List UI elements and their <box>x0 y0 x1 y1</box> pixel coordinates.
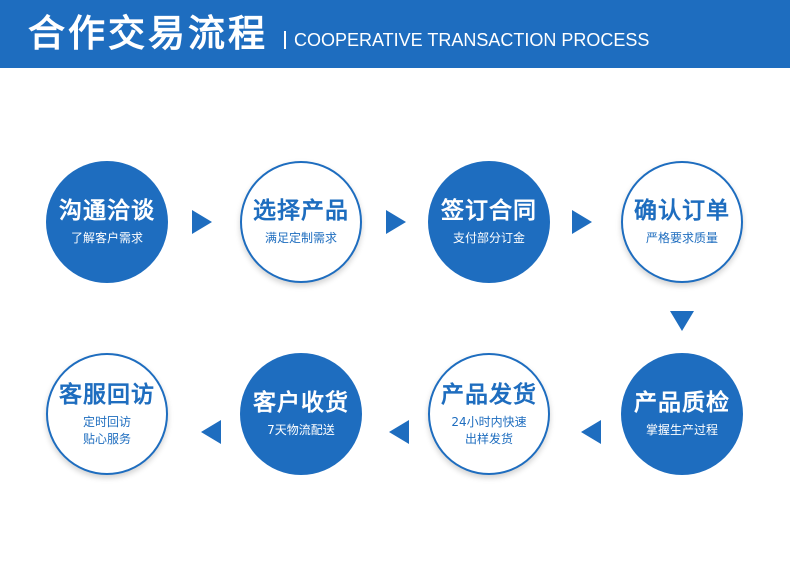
step-name: 沟通洽谈 <box>59 198 155 224</box>
step-name: 确认订单 <box>634 198 730 224</box>
step-desc: 掌握生产过程 <box>645 423 718 437</box>
step-desc: 24小时内快速 出样发货 <box>451 414 527 446</box>
arrow-left-icon <box>581 420 601 444</box>
divider <box>284 31 286 49</box>
step-name: 产品质检 <box>634 390 730 416</box>
arrow-right-icon <box>386 210 406 234</box>
step-desc: 严格要求质量 <box>645 231 718 245</box>
step-receive-goods: 客户收货 7天物流配送 <box>240 353 362 475</box>
step-communicate: 沟通洽谈 了解客户需求 <box>46 161 168 283</box>
step-desc: 了解客户需求 <box>70 231 143 245</box>
step-desc: 7天物流配送 <box>267 423 335 437</box>
step-name: 产品发货 <box>441 381 537 408</box>
arrow-right-icon <box>192 210 212 234</box>
page-subtitle: COOPERATIVE TRANSACTION PROCESS <box>284 27 649 53</box>
step-name: 客户收货 <box>253 390 349 416</box>
step-sign-contract: 签订合同 支付部分订金 <box>428 161 550 283</box>
step-name: 签订合同 <box>441 198 537 224</box>
arrow-left-icon <box>389 420 409 444</box>
step-quality-check: 产品质检 掌握生产过程 <box>621 353 743 475</box>
arrow-left-icon <box>201 420 221 444</box>
step-name: 选择产品 <box>253 198 349 224</box>
header-banner: 合作交易流程 COOPERATIVE TRANSACTION PROCESS <box>0 0 790 68</box>
page-title: 合作交易流程 <box>28 12 268 55</box>
step-ship-product: 产品发货 24小时内快速 出样发货 <box>428 353 550 475</box>
page-subtitle-text: COOPERATIVE TRANSACTION PROCESS <box>294 30 650 50</box>
arrow-right-icon <box>572 210 592 234</box>
step-desc: 满足定制需求 <box>264 231 337 245</box>
step-customer-followup: 客服回访 定时回访 贴心服务 <box>46 353 168 475</box>
step-desc: 支付部分订金 <box>452 231 525 245</box>
step-select-product: 选择产品 满足定制需求 <box>240 161 362 283</box>
step-desc: 定时回访 贴心服务 <box>82 414 131 446</box>
arrow-down-icon <box>670 311 694 331</box>
step-name: 客服回访 <box>59 381 155 408</box>
step-confirm-order: 确认订单 严格要求质量 <box>621 161 743 283</box>
